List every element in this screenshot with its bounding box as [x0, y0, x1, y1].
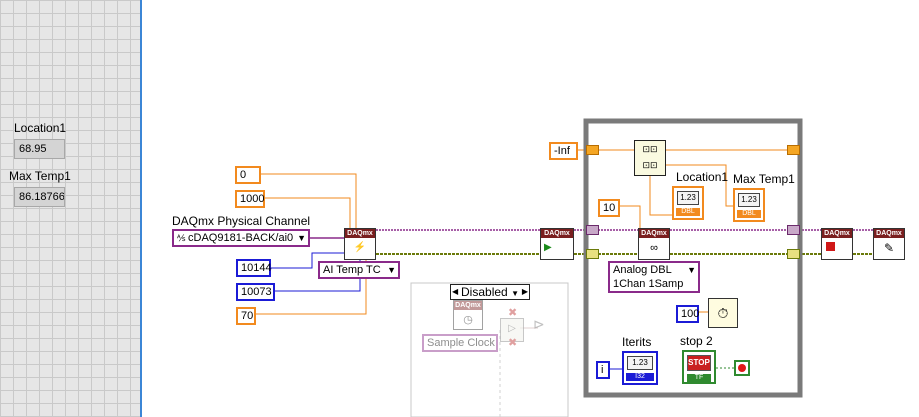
location-indicator-label: Location1 [14, 121, 67, 135]
channel-io-icon: ⅍ [177, 233, 188, 243]
front-panel: Location1 68.95 Max Temp1 86.18766 [0, 0, 140, 417]
daqmx-stop-task-vi[interactable]: DAQmx [821, 228, 853, 260]
daqmx-read-vi[interactable]: DAQmx ∞ [638, 228, 670, 260]
constant-100[interactable]: 100 [676, 305, 699, 323]
physical-channel-label: DAQmx Physical Channel [172, 214, 311, 228]
location1-label: Location1 [676, 170, 729, 184]
constant-10073[interactable]: 10073 [236, 283, 275, 301]
dropdown-arrow-icon[interactable]: ▼ [687, 265, 696, 275]
physical-channel-value: cDAQ9181-BACK/ai0 [188, 232, 294, 244]
stop2-button-terminal[interactable]: STOP TF [682, 350, 716, 384]
disabled-compare-icon: ▷ [500, 318, 524, 342]
disabled-label: Disabled [461, 285, 508, 299]
vi-header: DAQmx [874, 229, 904, 238]
vi-header: DAQmx [822, 229, 852, 238]
max-min-function[interactable]: ⊡⊡⊡⊡ [634, 140, 666, 176]
daqmx-create-channel-vi[interactable]: DAQmx ⚡ [344, 228, 376, 260]
iterits-indicator[interactable]: 1.23 I32 [622, 351, 658, 385]
dbl-tag: DBL [737, 210, 761, 218]
dropdown-arrow-icon[interactable]: ▼ [387, 265, 396, 275]
constant-0[interactable]: 0 [235, 166, 261, 184]
vi-header: DAQmx [639, 229, 669, 238]
stop-button[interactable]: STOP [687, 355, 711, 371]
physical-channel-constant[interactable]: ⅍ cDAQ9181-BACK/ai0 ▼ [172, 229, 310, 247]
iterits-label: Iterits [622, 335, 652, 349]
vi-header: DAQmx [345, 229, 375, 238]
broken-wire-x-icon: ✖ [508, 337, 518, 349]
stop-square-icon [826, 242, 835, 251]
ai-temp-tc-selector[interactable]: AI Temp TC ▼ [318, 261, 400, 279]
disabled-timing-vi: DAQmx ◷ [453, 300, 483, 330]
read-mode-line2: 1Chan 1Samp [613, 278, 684, 290]
sample-clock-label: Sample Clock [427, 337, 495, 349]
stop-condition-icon [738, 364, 746, 372]
daqmx-clear-task-vi[interactable]: DAQmx ✎ [873, 228, 905, 260]
constant-10[interactable]: 10 [598, 199, 620, 217]
error-tunnel-left[interactable] [586, 249, 599, 259]
location-indicator: 68.95 [14, 139, 65, 159]
i32-tag: I32 [626, 373, 654, 381]
indicator-face: 1.23 [738, 193, 760, 207]
ai-temp-tc-label: AI Temp TC [323, 264, 381, 276]
max-temp-indicator: 86.18766 [14, 187, 65, 207]
shift-register-right[interactable] [787, 145, 800, 155]
thermocouple-icon: ⚡ [353, 242, 367, 253]
play-icon: ▶ [544, 242, 552, 253]
read-mode-line1: Analog DBL [613, 264, 672, 276]
dbl-tag: DBL [676, 208, 700, 216]
eraser-icon: ✎ [883, 241, 895, 255]
daqmx-start-task-vi[interactable]: DAQmx ▶ [540, 228, 574, 260]
selector-left-arrow-icon[interactable]: ◀ [452, 287, 459, 296]
task-tunnel-right[interactable] [787, 225, 800, 235]
dropdown-arrow-icon[interactable]: ▼ [297, 233, 306, 243]
diagram-disable-selector[interactable]: ◀ Disabled ▼ ▶ [450, 284, 530, 300]
tf-tag: TF [687, 374, 711, 382]
constant-10144[interactable]: 10144 [236, 259, 272, 277]
read-mode-selector[interactable]: Analog DBL 1Chan 1Samp ▼ [608, 261, 700, 293]
max-min-icon: ⊡⊡⊡⊡ [642, 144, 658, 170]
loop-condition-terminal[interactable] [734, 360, 750, 376]
constant-1000[interactable]: 1000 [235, 190, 265, 208]
constant-70[interactable]: 70 [236, 307, 256, 325]
constant-neg-inf[interactable]: -Inf [549, 142, 578, 160]
selector-right-arrow-icon[interactable]: ▶ [521, 287, 528, 296]
location1-indicator[interactable]: 1.23 DBL [672, 186, 704, 220]
metronome-icon: ⏱ [717, 305, 729, 321]
max-temp-indicator-label: Max Temp1 [9, 169, 71, 183]
vi-header: DAQmx [454, 301, 482, 310]
indicator-face: 1.23 [627, 356, 653, 370]
broken-wire-x-icon: ✖ [508, 307, 518, 319]
task-tunnel-left[interactable] [586, 225, 599, 235]
shift-register-left[interactable] [586, 145, 599, 155]
indicator-face: 1.23 [677, 191, 699, 205]
clock-icon: ◷ [463, 314, 473, 326]
max-temp1-label: Max Temp1 [733, 172, 795, 186]
selector-dropdown-icon[interactable]: ▼ [511, 289, 519, 298]
panel-divider[interactable] [140, 0, 142, 417]
disabled-select-icon: ⊳ [533, 316, 545, 332]
iteration-terminal: i [596, 361, 610, 379]
error-tunnel-right[interactable] [787, 249, 800, 259]
disabled-sample-clock-selector: Sample Clock [422, 334, 498, 352]
max-temp1-indicator[interactable]: 1.23 DBL [733, 188, 765, 222]
stop2-label: stop 2 [680, 334, 713, 348]
glasses-icon: ∞ [650, 242, 658, 254]
wait-ms-function[interactable]: ⏱ [708, 298, 738, 328]
vi-header: DAQmx [541, 229, 573, 238]
